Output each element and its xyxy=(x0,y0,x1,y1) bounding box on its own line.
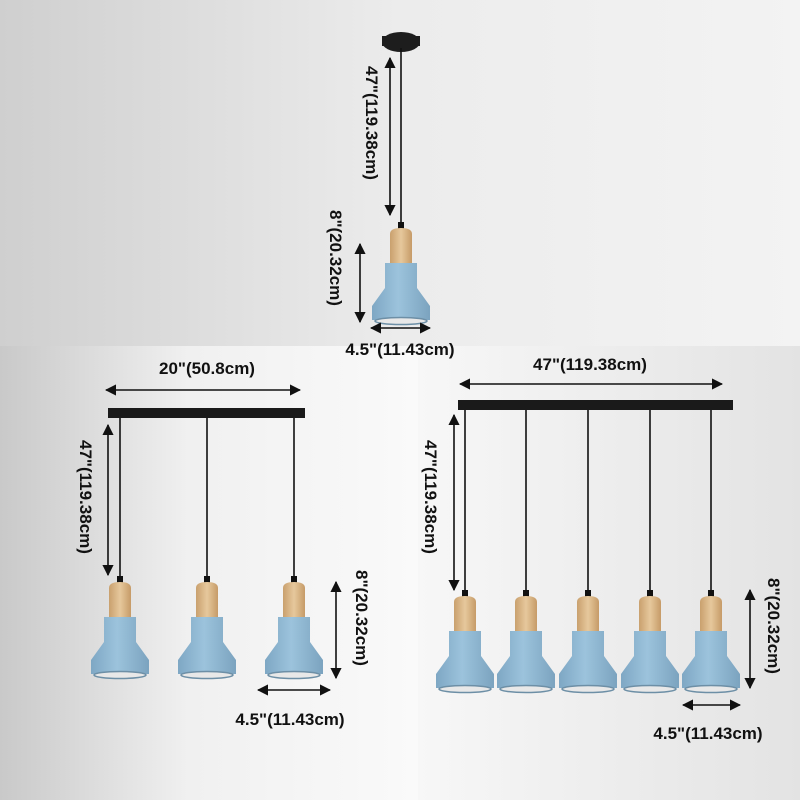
blue-shade xyxy=(497,631,555,688)
bulb-opening xyxy=(374,316,428,326)
cord-grip xyxy=(523,590,529,598)
three-bar-length-label: 20"(50.8cm) xyxy=(159,359,255,378)
wood-cap xyxy=(515,596,537,631)
single-cord-length-label: 47"(119.38cm) xyxy=(362,66,381,180)
five-light-pendant-1 xyxy=(436,410,494,694)
three-cord-length-label: 47"(119.38cm) xyxy=(76,440,95,554)
wood-cap xyxy=(454,596,476,631)
five-light-pendant-5 xyxy=(682,410,740,694)
wood-cap xyxy=(700,596,722,631)
bulb-opening xyxy=(267,670,321,680)
bulb-opening xyxy=(684,684,738,694)
bulb-opening xyxy=(499,684,553,694)
cord-grip xyxy=(117,576,123,584)
blue-shade xyxy=(559,631,617,688)
three-height-label: 8"(20.32cm) xyxy=(352,570,371,666)
bulb-opening xyxy=(623,684,677,694)
wood-cap xyxy=(283,582,305,617)
blue-shade xyxy=(436,631,494,688)
three-light-pendant-3 xyxy=(265,418,323,680)
cord-grip xyxy=(291,576,297,584)
bulb-opening xyxy=(561,684,615,694)
blue-shade xyxy=(178,617,236,674)
bulb-opening xyxy=(180,670,234,680)
wood-cap xyxy=(639,596,661,631)
blue-shade xyxy=(621,631,679,688)
three-light-canopy-bar xyxy=(108,408,305,418)
blue-shade xyxy=(265,617,323,674)
wood-cap xyxy=(577,596,599,631)
cord-grip xyxy=(708,590,714,598)
bulb-opening xyxy=(93,670,147,680)
bulb-opening xyxy=(438,684,492,694)
three-light-pendant-1 xyxy=(91,418,149,680)
cord-grip xyxy=(647,590,653,598)
cord-grip xyxy=(585,590,591,598)
blue-shade xyxy=(372,263,430,320)
single-width-label: 4.5"(11.43cm) xyxy=(345,340,454,359)
blue-shade xyxy=(682,631,740,688)
left-panel-background xyxy=(0,346,418,800)
blue-shade xyxy=(91,617,149,674)
three-light-pendant-2 xyxy=(178,418,236,680)
wood-cap xyxy=(390,228,412,263)
cord-grip xyxy=(398,222,404,230)
wood-cap xyxy=(196,582,218,617)
three-width-label: 4.5"(11.43cm) xyxy=(235,710,344,729)
wood-cap xyxy=(109,582,131,617)
five-width-label: 4.5"(11.43cm) xyxy=(653,724,762,743)
five-light-pendant-2 xyxy=(497,410,555,694)
five-light-pendant-4 xyxy=(621,410,679,694)
ceiling-canopy-body xyxy=(382,36,420,46)
five-height-label: 8"(20.32cm) xyxy=(764,578,783,674)
five-light-pendant-3 xyxy=(559,410,617,694)
single-height-label: 8"(20.32cm) xyxy=(326,210,345,306)
five-bar-length-label: 47"(119.38cm) xyxy=(533,355,647,374)
five-light-canopy-bar xyxy=(458,400,733,410)
right-panel-background xyxy=(418,346,800,800)
cord-grip xyxy=(204,576,210,584)
five-cord-length-label: 47"(119.38cm) xyxy=(421,440,440,554)
cord-grip xyxy=(462,590,468,598)
